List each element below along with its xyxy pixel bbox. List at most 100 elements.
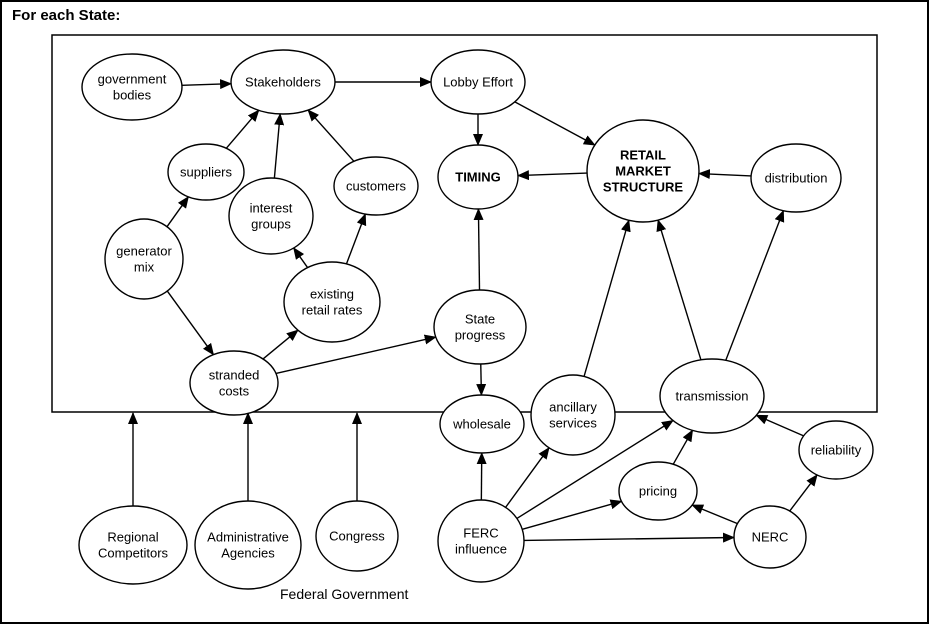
node-interest-ellipse xyxy=(228,177,314,255)
node-ferc-label: FERC xyxy=(463,526,498,541)
node-transmission-ellipse xyxy=(659,358,765,434)
edge-ferc-to-pricing xyxy=(522,499,623,531)
node-congress: Congress xyxy=(315,500,399,572)
node-gov-bodies-label: government xyxy=(98,72,167,87)
edge-ferc-to-nerc xyxy=(523,532,736,543)
edge-generator-to-suppliers xyxy=(166,195,189,228)
node-regional-label: Regional xyxy=(107,530,158,545)
edge-ferc-to-ancillary xyxy=(505,447,550,508)
edge-gov_bodies-to-stakeholders xyxy=(181,79,233,90)
edge-nerc-to-reliability xyxy=(789,474,818,512)
edge-interest-to-stakeholders xyxy=(273,112,285,179)
node-timing: TIMING xyxy=(437,144,519,210)
node-pricing-ellipse xyxy=(618,461,698,521)
node-admin-ellipse xyxy=(194,500,302,590)
node-stranded-ellipse xyxy=(189,350,279,416)
node-state-label: progress xyxy=(455,328,506,343)
node-state-label: State xyxy=(465,312,495,327)
node-customers-ellipse xyxy=(333,156,419,216)
edge-generator-to-stranded xyxy=(166,290,215,356)
edge-stranded-to-state xyxy=(275,334,437,375)
node-generator-ellipse xyxy=(104,218,184,300)
edge-customers-to-stakeholders xyxy=(307,109,355,162)
node-customers: customers xyxy=(333,156,419,216)
node-ancillary-label: ancillary xyxy=(549,400,597,415)
node-retail-label: STRUCTURE xyxy=(603,180,683,195)
node-pricing: pricing xyxy=(618,461,698,521)
node-gov-bodies-ellipse xyxy=(81,53,183,121)
node-transmission-label: transmission xyxy=(676,389,749,404)
node-generator-label: generator xyxy=(116,244,172,259)
node-distribution-label: distribution xyxy=(765,171,828,186)
node-suppliers: suppliers xyxy=(167,143,245,201)
node-distribution: distribution xyxy=(750,143,842,213)
diagram-title: For each State: xyxy=(12,7,121,24)
node-transmission: transmission xyxy=(659,358,765,434)
node-timing-label: TIMING xyxy=(455,170,501,185)
node-ferc-label: influence xyxy=(455,542,507,557)
edge-ferc-to-transmission xyxy=(516,419,674,520)
edge-distribution-to-retail xyxy=(697,169,752,180)
node-regional-label: Competitors xyxy=(98,546,169,561)
node-distribution-ellipse xyxy=(750,143,842,213)
node-retail-label: MARKET xyxy=(615,164,671,179)
node-interest-label: groups xyxy=(251,217,291,232)
node-generator-label: mix xyxy=(134,260,155,275)
node-interest-label: interest xyxy=(250,201,293,216)
node-regional-ellipse xyxy=(78,505,188,585)
edge-pricing-to-transmission xyxy=(672,429,694,465)
node-pricing-label: pricing xyxy=(639,484,677,499)
node-stakeholders-ellipse xyxy=(230,49,336,115)
node-nerc-label: NERC xyxy=(752,530,789,545)
node-lobby-label: Lobby Effort xyxy=(443,75,513,90)
node-congress-ellipse xyxy=(315,500,399,572)
node-lobby: Lobby Effort xyxy=(430,49,526,115)
node-wholesale: wholesale xyxy=(439,394,525,454)
edge-ancillary-to-retail xyxy=(583,219,631,377)
node-ancillary-label: services xyxy=(549,416,597,431)
node-admin-label: Agencies xyxy=(221,546,275,561)
node-reliability-ellipse xyxy=(798,420,874,480)
node-existing-label: retail rates xyxy=(302,303,363,318)
node-admin-label: Administrative xyxy=(207,530,289,545)
node-existing-label: existing xyxy=(310,287,354,302)
node-wholesale-ellipse xyxy=(439,394,525,454)
node-nerc-ellipse xyxy=(733,505,807,569)
edge-transmission-to-distribution xyxy=(725,209,785,361)
node-reliability-label: reliability xyxy=(811,443,862,458)
node-stakeholders: Stakeholders xyxy=(230,49,336,115)
federal-government-label: Federal Government xyxy=(280,586,409,602)
node-stakeholders-label: Stakeholders xyxy=(245,75,321,90)
node-timing-ellipse xyxy=(437,144,519,210)
node-nerc: NERC xyxy=(733,505,807,569)
node-lobby-ellipse xyxy=(430,49,526,115)
node-gov-bodies-label: bodies xyxy=(113,88,152,103)
edge-state-to-timing xyxy=(473,207,484,291)
edge-state-to-wholesale xyxy=(476,363,487,397)
node-retail-ellipse xyxy=(586,119,700,223)
node-ferc-ellipse xyxy=(437,499,525,583)
node-ancillary-ellipse xyxy=(530,374,616,456)
edge-suppliers-to-stakeholders xyxy=(225,109,260,149)
edge-lobby-to-retail xyxy=(514,101,596,146)
edge-retail-to-timing xyxy=(516,170,588,181)
edge-transmission-to-retail xyxy=(656,219,702,361)
edge-nerc-to-pricing xyxy=(691,504,738,525)
node-congress-label: Congress xyxy=(329,529,385,544)
node-stranded-label: costs xyxy=(219,384,250,399)
edge-stranded-to-existing xyxy=(262,329,299,360)
node-retail-label: RETAIL xyxy=(620,148,666,163)
